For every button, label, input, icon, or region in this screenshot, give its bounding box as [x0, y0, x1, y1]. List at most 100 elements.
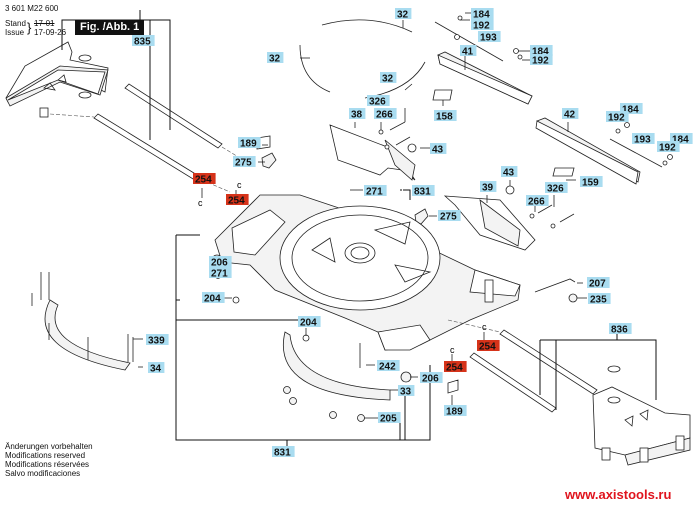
callout-box	[545, 182, 568, 193]
threaded-rod-193b	[609, 138, 663, 168]
callout-204: 204	[298, 316, 321, 329]
callout-339: 339	[146, 334, 169, 347]
callout-box	[588, 293, 611, 304]
svg-text:c: c	[237, 180, 242, 190]
callout-text: 32	[382, 74, 394, 85]
callout-189: 189	[238, 137, 261, 150]
callout-275: 275	[233, 156, 256, 169]
callout-box	[526, 195, 549, 206]
callout-box	[209, 267, 232, 278]
callout-33: 33	[398, 385, 415, 398]
callout-box	[587, 277, 610, 288]
bevel-scale-34	[44, 299, 131, 371]
callout-text: 192	[659, 143, 676, 154]
callout-159: 159	[580, 176, 603, 189]
callout-box	[420, 372, 443, 383]
callout-box	[378, 412, 401, 423]
kerf-arc-33	[283, 331, 391, 401]
callout-text: 158	[436, 112, 453, 123]
callout-text: 831	[274, 448, 291, 459]
nuts-205	[283, 386, 365, 422]
callout-206: 206	[209, 256, 232, 269]
callout-text: 271	[366, 187, 383, 198]
callout-192: 192	[530, 54, 553, 67]
callout-text: 831	[414, 187, 431, 198]
fence-38	[329, 124, 416, 181]
callout-box	[395, 8, 412, 19]
callout-box	[444, 405, 467, 416]
callout-text: 326	[369, 97, 386, 108]
callout-box	[632, 133, 655, 144]
hex-key-207	[534, 278, 576, 293]
callout-41: 41	[460, 45, 477, 58]
callout-34: 34	[148, 362, 165, 375]
callout-box	[146, 334, 169, 345]
callout-box	[272, 446, 295, 457]
callout-266: 266	[526, 195, 549, 208]
callout-box	[478, 31, 501, 42]
callout-box	[398, 385, 415, 396]
callout-box	[193, 173, 216, 184]
callout-42: 42	[562, 108, 579, 121]
callout-835: 835	[132, 35, 155, 48]
brace: }	[27, 20, 32, 35]
callout-text: 254	[479, 342, 496, 353]
callout-189: 189	[444, 405, 467, 418]
note-fr: Modifications réservées	[5, 460, 90, 469]
callout-text: 271	[211, 269, 228, 280]
callout-204: 204	[202, 292, 225, 305]
callout-254: 254	[226, 194, 249, 207]
arc-guide-left	[299, 44, 331, 93]
website-link[interactable]: www.axistools.ru	[565, 487, 672, 502]
callout-box	[606, 111, 629, 122]
callout-235: 235	[588, 293, 611, 306]
callout-text: 193	[480, 33, 497, 44]
callout-text: 207	[589, 279, 606, 290]
callout-184: 184	[530, 45, 553, 58]
callout-box	[412, 185, 435, 196]
callout-text: 192	[608, 113, 625, 124]
callout-box	[480, 181, 497, 192]
callout-box	[562, 108, 579, 119]
callout-box	[434, 110, 457, 121]
callout-box	[367, 95, 390, 106]
callout-43: 43	[501, 166, 518, 179]
callout-box	[132, 35, 155, 46]
callout-text: 42	[564, 110, 576, 121]
callout-text: 189	[240, 139, 257, 150]
callout-192: 192	[606, 111, 629, 124]
stand-value: 17-01	[34, 19, 55, 28]
callout-text: 206	[422, 374, 439, 385]
callout-box	[380, 72, 397, 83]
callout-text: 204	[300, 318, 317, 329]
knob-275a	[261, 152, 277, 169]
arc-guide-top	[321, 19, 413, 33]
label-plate-159	[552, 167, 575, 177]
callout-box	[620, 103, 643, 114]
threaded-rod-193a	[434, 21, 504, 62]
callout-box	[530, 54, 553, 65]
callout-43: 43	[430, 143, 447, 156]
callout-text: 39	[482, 183, 494, 194]
callout-38: 38	[349, 108, 366, 121]
callout-box	[298, 316, 321, 327]
issue-label: Issue	[5, 28, 25, 37]
callout-box	[233, 156, 256, 167]
callout-text: 266	[528, 197, 545, 208]
callout-text: 254	[228, 196, 245, 207]
svg-text:c: c	[450, 345, 455, 355]
callout-271: 271	[364, 185, 387, 198]
nut-235	[568, 293, 578, 303]
callout-text: 254	[446, 363, 463, 374]
callout-text: 43	[432, 145, 444, 156]
callout-193: 193	[632, 133, 655, 146]
callout-text: 32	[397, 10, 409, 21]
modification-notes: Änderungen vorbehalten Modifications res…	[5, 442, 93, 478]
label-plate-158	[432, 89, 453, 101]
callout-text: 235	[590, 295, 607, 306]
callout-184: 184	[471, 8, 494, 21]
callout-text: 34	[150, 364, 162, 375]
callout-text: 206	[211, 258, 228, 269]
